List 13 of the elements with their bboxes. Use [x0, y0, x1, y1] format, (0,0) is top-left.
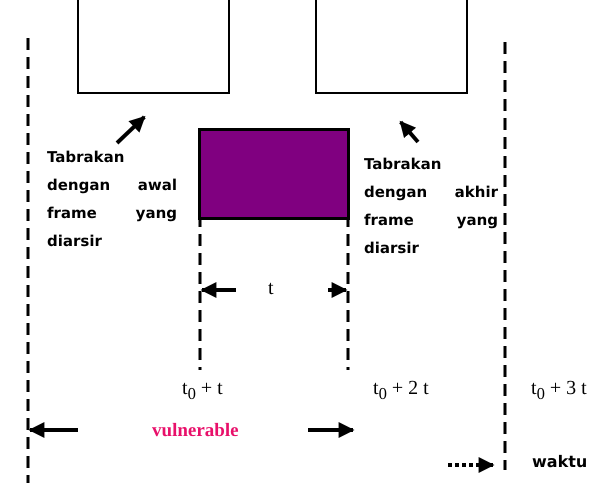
time-mark: t$_{0}$ + 3 t — [531, 377, 587, 404]
arrow — [399, 120, 420, 144]
time-mark: t$_{0}$ + t — [182, 377, 223, 404]
empty-frame-box — [77, 0, 230, 94]
collision-note: Tabrakan dengan awal frame yang diarsir — [47, 143, 177, 255]
shaded-frame-box — [198, 128, 350, 220]
axis-label: waktu — [532, 452, 588, 471]
arrow — [116, 116, 146, 144]
vulnerable-label: vulnerable — [152, 420, 239, 442]
empty-frame-box — [315, 0, 468, 94]
dimension-label: t — [268, 277, 274, 300]
time-mark: t$_{0}$ + 2 t — [373, 377, 429, 404]
collision-note: Tabrakan dengan akhir frame yang diarsir — [364, 150, 498, 262]
